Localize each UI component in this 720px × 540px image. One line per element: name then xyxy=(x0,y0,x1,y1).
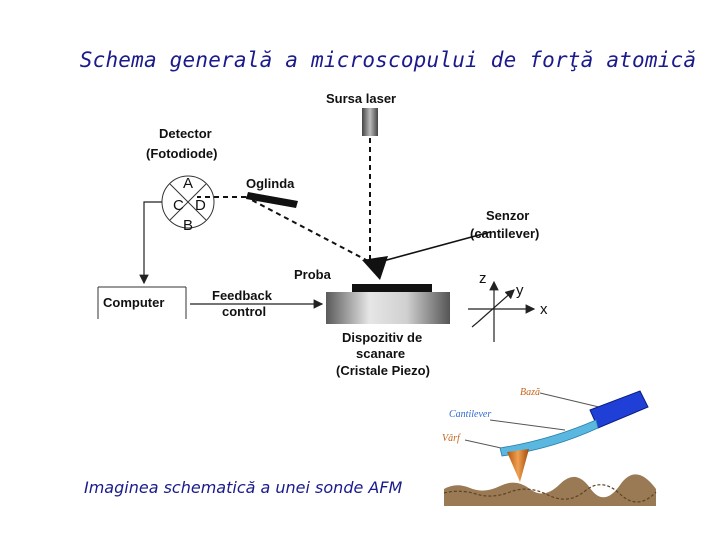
diode-a-label: A xyxy=(183,175,193,192)
axis-z-label: z xyxy=(479,270,487,287)
probe-base xyxy=(589,390,649,429)
probe-tip xyxy=(507,449,529,482)
piezo-scanner xyxy=(326,292,450,324)
axes-indicator xyxy=(468,280,536,342)
sample-surface xyxy=(444,474,656,506)
probe-tip-label: Vârf xyxy=(442,433,461,444)
cantilever-tip xyxy=(362,256,388,280)
detector-sublabel: (Fotodiode) xyxy=(146,146,217,161)
scanner-label: Dispozitiv de xyxy=(342,330,422,345)
caption: Imaginea schematică a unei sonde AFM xyxy=(84,478,403,497)
sample xyxy=(352,284,432,292)
detector-label: Detector xyxy=(159,126,212,141)
cantilever-arm xyxy=(371,231,491,265)
detector-to-computer-arrow xyxy=(139,201,162,285)
diode-c-label: C xyxy=(173,197,184,214)
axis-y-label: y xyxy=(516,282,524,299)
mirror xyxy=(246,192,298,208)
computer-box xyxy=(97,286,187,319)
afm-probe-illustration xyxy=(443,390,657,506)
scanner-sublabel-2: (Cristale Piezo) xyxy=(336,363,430,378)
diode-d-label: D xyxy=(195,197,206,214)
feedback-label: Feedback xyxy=(212,288,273,303)
computer-label: Computer xyxy=(103,295,164,310)
sensor-sublabel: (cantilever) xyxy=(470,226,539,241)
axis-x-label: x xyxy=(540,301,548,318)
probe-cantilever-label: Cantilever xyxy=(449,409,491,420)
mirror-label: Oglinda xyxy=(246,176,295,191)
sensor-label: Senzor xyxy=(486,208,529,223)
feedback-sublabel: control xyxy=(222,304,266,319)
probe-base-label: Bază xyxy=(520,387,540,398)
scanner-sublabel: scanare xyxy=(356,346,405,361)
page-title: Schema generală a microscopului de forţă… xyxy=(79,48,697,72)
laser-beam xyxy=(245,138,371,264)
laser-source xyxy=(362,108,378,136)
probe-cantilever xyxy=(499,419,599,457)
diode-b-label: B xyxy=(183,217,193,234)
sample-label: Proba xyxy=(294,267,332,282)
laser-label: Sursa laser xyxy=(326,91,396,106)
